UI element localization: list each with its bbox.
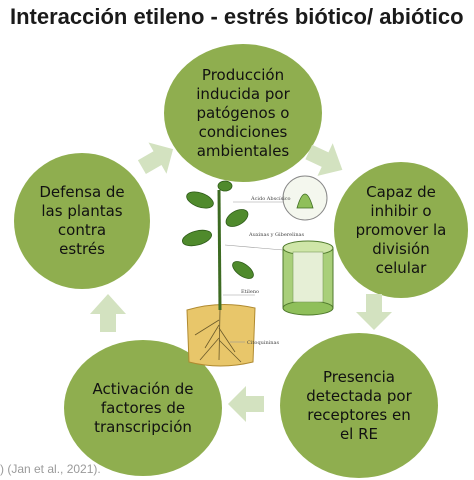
node-production: Producción inducida por patógenos o cond… — [164, 44, 322, 182]
node-receptors-text: Presencia detectada por receptores en el… — [306, 367, 412, 443]
arrow-right-to-bottom — [356, 294, 392, 330]
arrow-left-to-top — [137, 142, 174, 175]
label-cytokinins: Citoquininas — [247, 340, 279, 346]
node-defense-text: Defensa de las plantas contra estrés — [39, 183, 125, 258]
node-cell-division: Capaz de inhibir o promover la división … — [334, 162, 468, 298]
node-production-text: Producción inducida por patógenos o cond… — [196, 65, 290, 160]
slide-title: Interacción etileno - estrés biótico/ ab… — [10, 4, 464, 29]
arrow-top-to-right — [305, 143, 343, 176]
citation: ) (Jan et al., 2021). — [0, 462, 101, 476]
soil-icon — [186, 303, 256, 367]
arrow-bottom-right-to-left — [228, 386, 264, 422]
label-abscisic: Ácido Abscísico — [250, 195, 291, 202]
node-receptors: Presencia detectada por receptores en el… — [280, 333, 438, 478]
label-auxins: Auxinas y Giberelinas — [248, 232, 305, 238]
plant-illustration: Ácido Abscísico Auxinas y Giberelinas Et… — [181, 175, 334, 367]
node-cell-division-text: Capaz de inhibir o promover la división … — [355, 182, 447, 277]
label-ethylene: Etileno — [241, 289, 259, 295]
node-transcription-text: Activación de factores de transcripción — [92, 379, 194, 436]
arrow-bottom-left-to-left — [90, 294, 126, 332]
node-defense: Defensa de las plantas contra estrés — [14, 153, 150, 289]
